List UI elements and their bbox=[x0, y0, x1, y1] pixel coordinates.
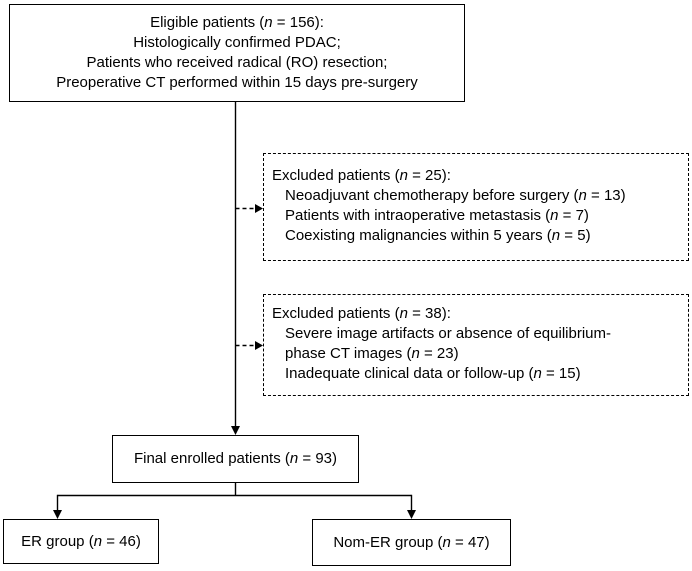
eligible-patients-box: Eligible patients (n = 156): Histological… bbox=[9, 4, 465, 102]
text-line: Excluded patients (n = 25): bbox=[272, 167, 451, 184]
text-line: Patients with intraoperative metastasis … bbox=[285, 207, 589, 224]
text-line: Nom-ER group (n = 47) bbox=[333, 533, 490, 551]
arrowhead-nom-er bbox=[407, 510, 416, 519]
text-line: Severe image artifacts or absence of equ… bbox=[285, 325, 611, 342]
arrowhead-er bbox=[53, 510, 62, 519]
arrowhead-final bbox=[231, 426, 240, 435]
text-line: Patients who received radical (RO) resec… bbox=[86, 54, 388, 71]
text-line: Inadequate clinical data or follow-up (n… bbox=[285, 365, 581, 382]
text-line: Histologically confirmed PDAC; bbox=[133, 34, 341, 51]
excluded-patients-box-1: Excluded patients (n = 25): Neoadjuvant c… bbox=[263, 153, 689, 261]
excluded-patients-box-2: Excluded patients (n = 38): Severe image … bbox=[263, 294, 689, 396]
er-group-box: ER group (n = 46) bbox=[3, 519, 159, 564]
text-line: Final enrolled patients (n = 93) bbox=[133, 450, 338, 467]
arrowhead-excluded-1 bbox=[255, 204, 263, 213]
text-line: ER group (n = 46) bbox=[21, 532, 141, 550]
text-line: Neoadjuvant chemotherapy before surgery … bbox=[285, 187, 626, 204]
text-line: Coexisting malignancies within 5 years (… bbox=[285, 227, 591, 244]
text-line: Preoperative CT performed within 15 days… bbox=[56, 74, 418, 91]
final-enrolled-box: Final enrolled patients (n = 93) bbox=[112, 435, 359, 483]
arrowhead-excluded-2 bbox=[255, 341, 263, 350]
nom-er-group-box: Nom-ER group (n = 47) bbox=[312, 519, 511, 566]
text-line: Excluded patients (n = 38): bbox=[272, 305, 451, 322]
text-line: Eligible patients (n = 156): bbox=[150, 14, 324, 31]
text-line: phase CT images (n = 23) bbox=[285, 345, 459, 362]
